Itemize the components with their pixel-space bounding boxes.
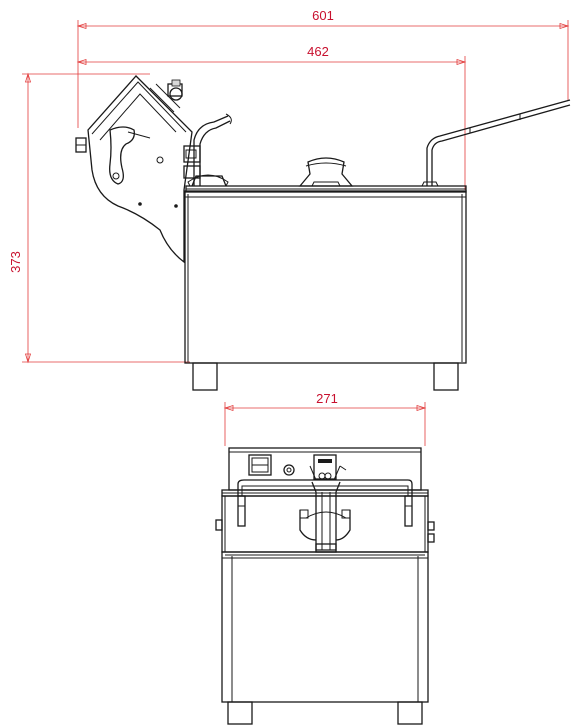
dimension-label-width: 271: [316, 391, 338, 406]
thermostat-knob: [309, 454, 347, 481]
dimension-body-length: 462: [76, 44, 467, 190]
dimension-overall-length: 601: [76, 8, 570, 128]
lift-hook: [187, 113, 232, 187]
front-tank: [221, 551, 429, 703]
side-view: [75, 75, 571, 391]
dimension-label-body-length: 462: [307, 44, 329, 59]
dimension-label-overall-length: 601: [312, 8, 334, 23]
front-view-feet: [227, 701, 423, 725]
front-view: [215, 447, 435, 725]
lid-knob: [296, 157, 356, 187]
dimension-height: 373: [8, 72, 190, 364]
central-lift: [299, 481, 351, 553]
basket-handle: [421, 99, 571, 187]
dimension-label-height: 373: [8, 251, 23, 273]
indicator-lamp: [283, 464, 295, 476]
side-view-feet: [192, 362, 459, 391]
control-head: [75, 75, 201, 264]
lid-rim: [221, 479, 429, 497]
basket-hooks: [237, 495, 413, 527]
power-switch: [248, 454, 272, 476]
dimension-width: 271: [223, 391, 427, 446]
